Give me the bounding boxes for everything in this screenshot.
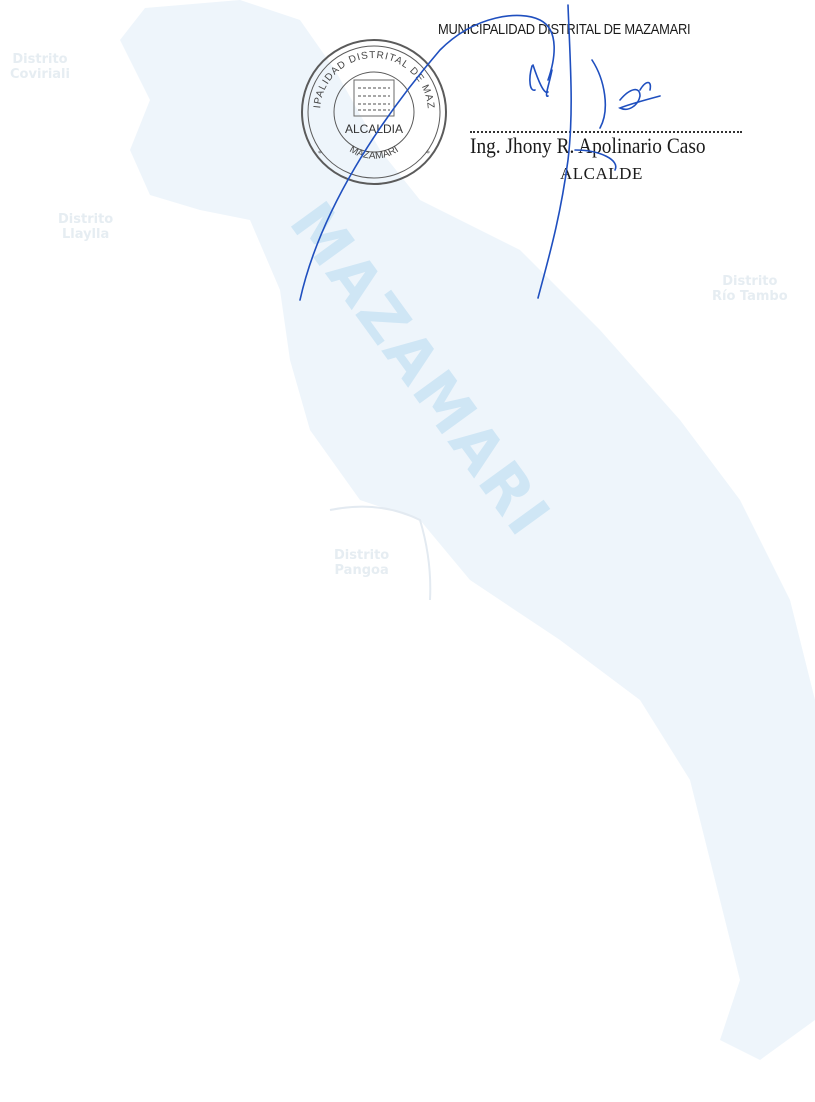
signer-name: Ing. Jhony R. Apolinario Caso: [470, 133, 706, 158]
municipality-header: MUNICIPALIDAD DISTRITAL DE MAZAMARI: [438, 21, 691, 38]
signer-title: ALCALDE: [560, 164, 643, 183]
svg-text:*: *: [318, 149, 322, 158]
district-boundary-line: [329, 505, 432, 601]
signature-dotted-line: [470, 131, 742, 133]
municipal-seal-stamp: MUNICIPALIDAD DISTRITAL DE MAZAMARI ALCA…: [298, 36, 447, 185]
svg-text:*: *: [426, 149, 430, 158]
svg-text:MAZAMARI: MAZAMARI: [348, 144, 401, 162]
district-map-shape: [120, 0, 815, 1060]
svg-text:ALCALDIA: ALCALDIA: [345, 122, 403, 136]
